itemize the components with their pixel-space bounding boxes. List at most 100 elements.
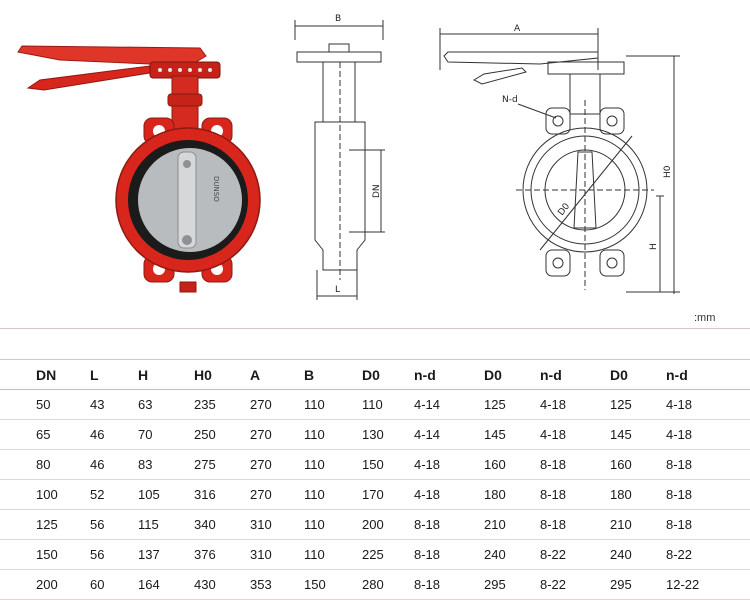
table-cell: 12-22 [666, 577, 700, 592]
table-cell: 235 [194, 397, 216, 412]
table-cell: 340 [194, 517, 216, 532]
table-cell: 4-14 [414, 397, 441, 412]
column-header-dn: DN [36, 366, 57, 383]
table-cell: 8-18 [414, 517, 441, 532]
table-cell: 65 [36, 427, 51, 442]
table-cell: 250 [194, 427, 216, 442]
table-cell: 8-22 [540, 577, 567, 592]
column-header-b: B [304, 366, 315, 383]
column-header-d0: D0 [610, 366, 628, 383]
table-cell: 240 [484, 547, 506, 562]
table-cell: 270 [250, 427, 272, 442]
table-cell: 8-18 [414, 577, 441, 592]
table-cell: 43 [90, 397, 105, 412]
column-header-d0: D0 [484, 366, 502, 383]
table-cell: 8-18 [414, 547, 441, 562]
table-cell: 164 [138, 577, 160, 592]
column-header-h0: H0 [194, 366, 212, 383]
valve-figure: DUNSO B DN L [17, 14, 680, 300]
column-header-d0: D0 [362, 366, 380, 383]
table-cell: 180 [610, 487, 632, 502]
table-cell: 56 [90, 517, 105, 532]
column-header-l: L [90, 366, 99, 383]
table-cell: 8-22 [540, 547, 567, 562]
label-B: B [335, 14, 341, 24]
table-cell: 4-18 [414, 487, 441, 502]
table-cell: 110 [304, 457, 325, 472]
label-L: L [335, 285, 340, 295]
table-cell: 145 [484, 427, 506, 442]
label-H: H [649, 243, 659, 250]
table-cell: 110 [304, 547, 325, 562]
table-cell: 50 [36, 397, 51, 412]
table-cell: 52 [90, 487, 105, 502]
handle-lever [17, 45, 207, 65]
table-cell: 105 [138, 487, 160, 502]
table-cell: 125 [36, 517, 58, 532]
column-header-n-d: n-d [540, 366, 562, 383]
table-cell: 4-18 [414, 457, 441, 472]
table-cell: 60 [90, 577, 105, 592]
table-cell: 270 [250, 487, 272, 502]
label-DN: DN [372, 184, 382, 198]
table-cell: 125 [484, 397, 506, 412]
table-cell: 110 [304, 517, 325, 532]
table-cell: 8-18 [666, 487, 693, 502]
table-cell: 137 [138, 547, 160, 562]
table-cell: 270 [250, 457, 272, 472]
table-cell: 310 [250, 547, 272, 562]
unit-note: :mm [694, 312, 716, 324]
column-header-n-d: n-d [666, 366, 688, 383]
separator-table [0, 359, 750, 360]
table-cell: 130 [362, 427, 384, 442]
table-cell: 295 [610, 577, 632, 592]
table-cell: 430 [194, 577, 216, 592]
table-cell: 8-18 [540, 457, 567, 472]
table-cell: 80 [36, 457, 51, 472]
table-cell: 8-18 [666, 517, 693, 532]
disc-stem [177, 151, 197, 249]
table-cell: 110 [304, 397, 325, 412]
table-cell: 46 [90, 457, 105, 472]
table-cell: 316 [194, 487, 216, 502]
table-cell: 160 [610, 457, 632, 472]
table-cell: 4-18 [666, 427, 693, 442]
table-row: 200 60 164 430 353 150 280 8-18 295 8-22 295 12-22 [0, 570, 750, 600]
table-cell: 4-18 [540, 427, 567, 442]
table-cell: 225 [362, 547, 384, 562]
table-cell: 170 [362, 487, 384, 502]
table-cell: 310 [250, 517, 272, 532]
table-cell: 4-18 [666, 397, 693, 412]
table-cell: 110 [362, 397, 383, 412]
table-cell: 200 [36, 577, 58, 592]
table-cell: 275 [194, 457, 216, 472]
table-cell: 210 [484, 517, 506, 532]
table-cell: 145 [610, 427, 632, 442]
table-cell: 4-18 [540, 397, 567, 412]
table-cell: 200 [362, 517, 384, 532]
table-cell: 160 [484, 457, 506, 472]
table-cell: 295 [484, 577, 506, 592]
label-D0: D0 [556, 202, 572, 218]
table-cell: 56 [90, 547, 105, 562]
label-H0: H0 [663, 165, 673, 178]
side-view-drawing: B DN L [294, 14, 385, 300]
label-N-d: N-d [502, 95, 518, 105]
table-cell: 70 [138, 427, 153, 442]
table-cell: 280 [362, 577, 384, 592]
table-cell: 270 [250, 397, 272, 412]
table-cell: 353 [250, 577, 272, 592]
table-cell: 110 [304, 487, 325, 502]
table-cell: 100 [36, 487, 58, 502]
photo-brand: DUNSO [212, 176, 220, 202]
table-cell: 83 [138, 457, 153, 472]
table-cell: 150 [304, 577, 326, 592]
column-header-h: H [138, 366, 149, 383]
valve-photo: DUNSO [17, 45, 261, 293]
